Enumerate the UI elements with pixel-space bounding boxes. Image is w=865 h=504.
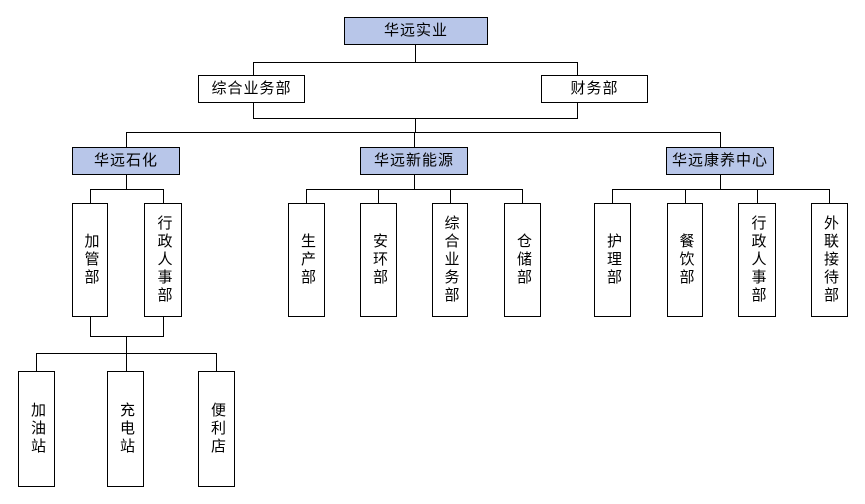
connector xyxy=(90,189,91,204)
connector xyxy=(36,353,37,372)
connector xyxy=(90,189,164,190)
connector xyxy=(720,132,721,148)
node-external-liaison-dept: 外联接待部 xyxy=(811,203,848,317)
connector xyxy=(522,189,523,204)
connector xyxy=(253,62,254,76)
node-huayuan-industry: 华远实业 xyxy=(344,17,488,45)
connector xyxy=(612,189,613,204)
node-general-business-dept: 综合业务部 xyxy=(198,75,305,103)
node-catering-dept: 餐饮部 xyxy=(667,203,703,317)
connector xyxy=(577,103,578,119)
connector xyxy=(415,118,416,133)
node-nursing-dept: 护理部 xyxy=(594,203,631,317)
node-production-dept: 生产部 xyxy=(288,203,325,317)
connector xyxy=(306,189,307,204)
connector xyxy=(757,189,758,204)
connector xyxy=(163,316,164,337)
connector xyxy=(253,103,254,119)
node-huayuan-petrochemical: 华远石化 xyxy=(72,147,180,175)
node-convenience-store: 便利店 xyxy=(198,371,235,487)
node-huayuan-wellness-center: 华远康养中心 xyxy=(666,147,774,175)
node-finance-dept: 财务部 xyxy=(541,75,648,103)
node-fueling-mgmt-dept: 加管部 xyxy=(72,203,108,317)
connector xyxy=(306,189,523,190)
node-gas-station: 加油站 xyxy=(18,371,55,487)
connector xyxy=(414,132,415,148)
node-wellness-admin-hr-dept: 行政人事部 xyxy=(738,203,776,317)
connector xyxy=(126,174,127,190)
connector xyxy=(612,189,830,190)
connector xyxy=(90,316,91,337)
node-huayuan-new-energy: 华远新能源 xyxy=(360,147,468,175)
node-new-energy-general-business-dept: 综合业务部 xyxy=(432,203,468,317)
connector xyxy=(126,132,721,133)
connector xyxy=(126,132,127,148)
connector xyxy=(126,353,127,372)
connector xyxy=(829,189,830,204)
connector xyxy=(216,353,217,372)
node-warehouse-dept: 仓储部 xyxy=(504,203,541,317)
connector xyxy=(90,336,164,337)
connector xyxy=(577,62,578,76)
node-safety-environment-dept: 安环部 xyxy=(360,203,397,317)
connector xyxy=(378,189,379,204)
connector xyxy=(253,62,578,63)
node-charging-station: 充电站 xyxy=(107,371,144,487)
connector xyxy=(415,45,416,63)
connector xyxy=(450,189,451,204)
connector xyxy=(163,189,164,204)
connector xyxy=(720,174,721,190)
connector xyxy=(414,174,415,190)
node-petrochemical-admin-hr-dept: 行政人事部 xyxy=(144,203,182,317)
connector xyxy=(685,189,686,204)
connector xyxy=(126,336,127,354)
